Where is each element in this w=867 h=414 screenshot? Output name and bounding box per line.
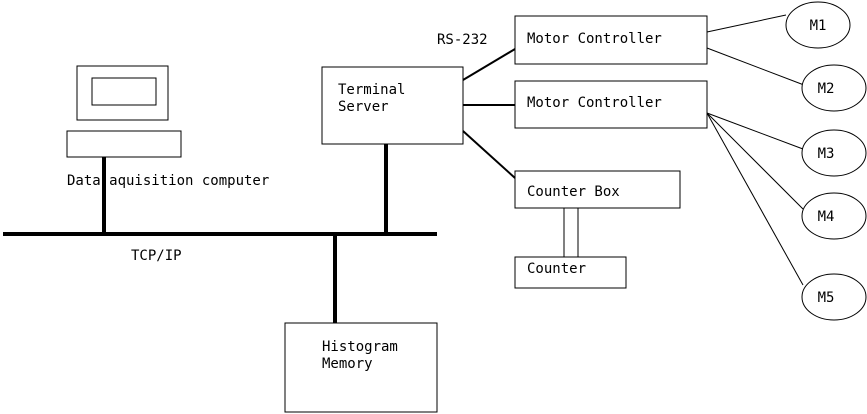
motor-m2: M2: [801, 64, 867, 112]
tcpip-label: TCP/IP: [131, 248, 182, 264]
motor-line-m1: [706, 14, 787, 33]
motor-line-m2: [706, 47, 805, 86]
motor-m2-label: M2: [818, 81, 835, 97]
motor-line-m5: [706, 112, 804, 286]
motor-line-m3: [706, 112, 804, 150]
counter-label: Counter: [527, 261, 586, 277]
data-acquisition-label: Data aquisition computer: [67, 173, 269, 189]
monitor-outer: [76, 65, 169, 121]
motor-m4-circle: [801, 192, 867, 240]
counter-box: [514, 170, 681, 209]
motor-m2-circle: [801, 64, 867, 112]
monitor-screen: [91, 77, 157, 106]
counter-box-label: Counter Box: [527, 184, 620, 200]
motor-m1: M1: [785, 1, 851, 49]
motor-m1-label: M1: [810, 18, 827, 34]
histogram-label-1: Histogram: [322, 339, 398, 355]
motor-controller-1-box: [514, 15, 708, 65]
motor-m3: M3: [801, 129, 867, 177]
motor-m5-circle: [801, 273, 867, 321]
motor-m5-label: M5: [818, 290, 835, 306]
rs232-link-1: [462, 48, 516, 81]
motor-m4: M4: [801, 192, 867, 240]
rs232-link-3: [462, 130, 516, 179]
computer-icon: [66, 65, 182, 158]
keyboard: [66, 130, 182, 158]
terminal-server-label-2: Server: [338, 99, 389, 115]
histogram-memory-box: [284, 322, 438, 413]
histogram-label-2: Memory: [322, 356, 373, 372]
motor-controller-2-box: [514, 80, 708, 129]
rs232-label: RS-232: [437, 32, 488, 48]
motor-m5: M5: [801, 273, 867, 321]
motor-controller-1-label: Motor Controller: [527, 31, 662, 47]
motor-m3-circle: [801, 129, 867, 177]
counter-device-box: [514, 256, 627, 289]
terminal-server-label-1: Terminal: [338, 82, 405, 98]
motor-m3-label: M3: [818, 146, 835, 162]
motor-controller-2-label: Motor Controller: [527, 95, 662, 111]
motor-m4-label: M4: [818, 209, 835, 225]
motor-m1-circle: [785, 1, 851, 49]
motor-line-m4: [706, 112, 804, 210]
